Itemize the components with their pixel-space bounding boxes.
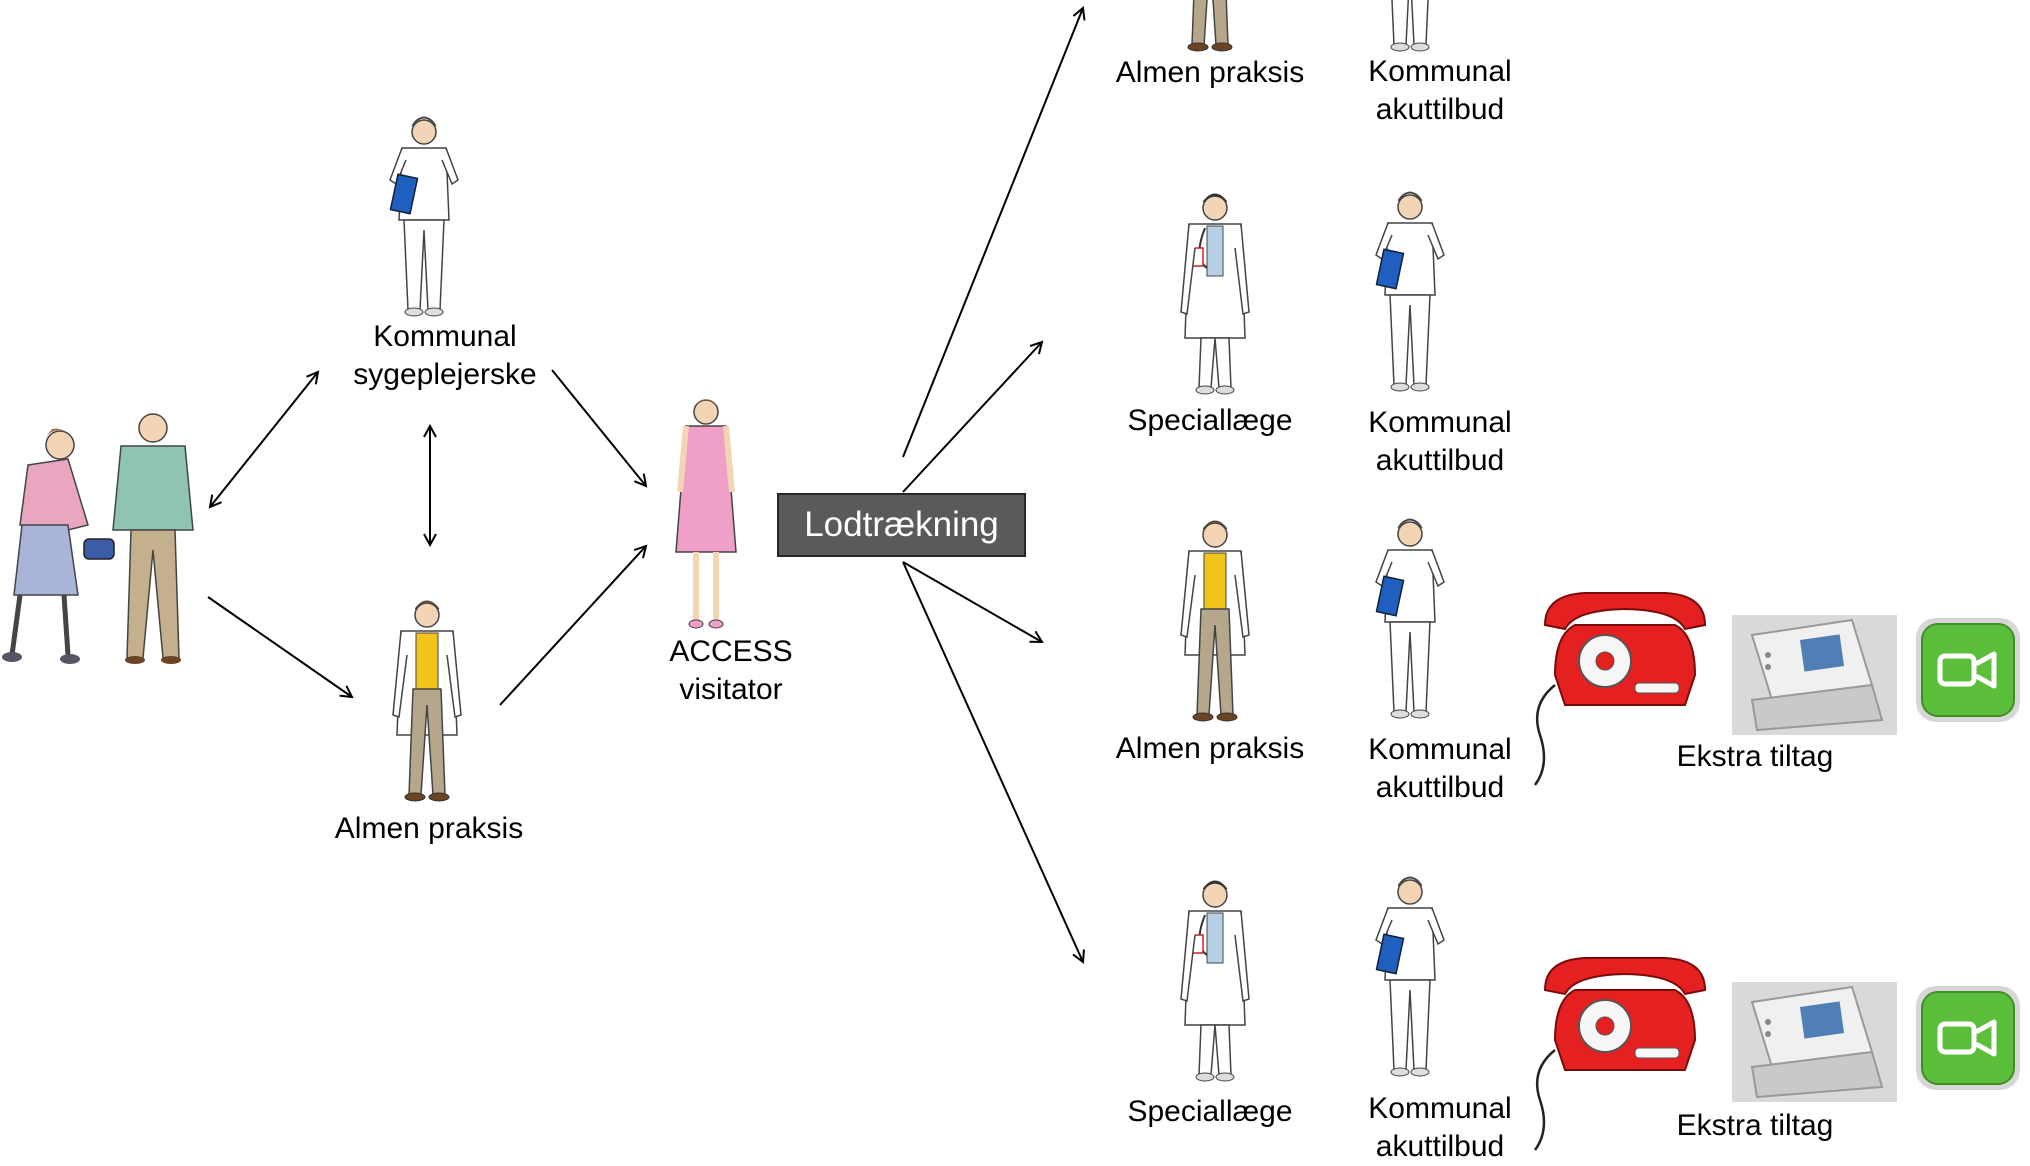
arm-4-extra-label: Ekstra tiltag [1676,1109,1834,1142]
arm-2-acute-line2: akuttilbud [1375,444,1505,477]
arm-1-doctor-label: Almen praksis [1115,56,1305,89]
arm-2-acute-label: Kommunal akuttilbud [1368,404,1511,480]
arm-4-doctor-label: Speciallæge [1127,1095,1293,1128]
nurse-label-line2: sygeplejerske [353,358,537,391]
visitator-label: ACCESS visitator [669,633,792,709]
visitator-icon [675,399,737,629]
visitator-label-line1: ACCESS [669,635,793,668]
arrow-nurse-visitator [551,369,646,486]
arm-4-acute-line1: Kommunal [1368,1092,1512,1125]
video-call-icon [1916,618,2020,722]
arm-1-acute-line1: Kommunal [1368,55,1512,88]
lottery-label: Lodtrækning [804,505,999,544]
arm-2-acute-line1: Kommunal [1368,406,1512,439]
specialist-doctor-icon [1180,880,1250,1082]
arm-1-acute-label: Kommunal akuttilbud [1368,53,1511,129]
gp-doctor-icon [1175,0,1245,52]
arrow-arm-4 [902,561,1083,962]
arm-3-acute-line2: akuttilbud [1375,771,1505,804]
arm-3-acute-line1: Kommunal [1368,733,1512,766]
arrow-arm-2 [902,342,1042,493]
nurse-icon [1375,191,1445,392]
nurse-icon [1375,0,1445,52]
nurse-label-line1: Kommunal [373,320,517,353]
arm-4-acute-line2: akuttilbud [1375,1130,1505,1163]
nurse-icon [389,116,459,317]
lottery-box: Lodtrækning [777,493,1026,557]
gp-label: Almen praksis [335,810,523,848]
nurse-label: Kommunal sygeplejerske [353,318,536,394]
arm-3-doctor-label: Almen praksis [1115,732,1305,765]
arrow-arm-3 [902,561,1042,642]
tablet-icon [1731,981,1898,1103]
arm-3-acute-label: Kommunal akuttilbud [1368,731,1511,807]
arm-1-acute-line2: akuttilbud [1375,93,1505,126]
arrow-gp-visitator [499,546,646,706]
visitator-label-line2: visitator [679,673,783,706]
arm-2-doctor-label: Speciallæge [1127,404,1293,437]
tablet-icon [1731,614,1898,736]
elderly-couple-icon [2,413,194,664]
nurse-icon [1375,518,1445,719]
arrow-patient-gp [207,596,352,697]
arrow-patient-nurse [210,372,318,507]
video-call-icon [1916,986,2020,1090]
gp-label-text: Almen praksis [334,812,524,845]
arm-4-acute-label: Kommunal akuttilbud [1368,1090,1511,1166]
specialist-doctor-icon [1180,193,1250,395]
gp-doctor-icon [1180,520,1250,722]
gp-doctor-icon [392,600,462,802]
nurse-icon [1375,876,1445,1077]
arm-3-extra-label: Ekstra tiltag [1676,740,1834,773]
arrow-arm-1 [902,8,1083,458]
